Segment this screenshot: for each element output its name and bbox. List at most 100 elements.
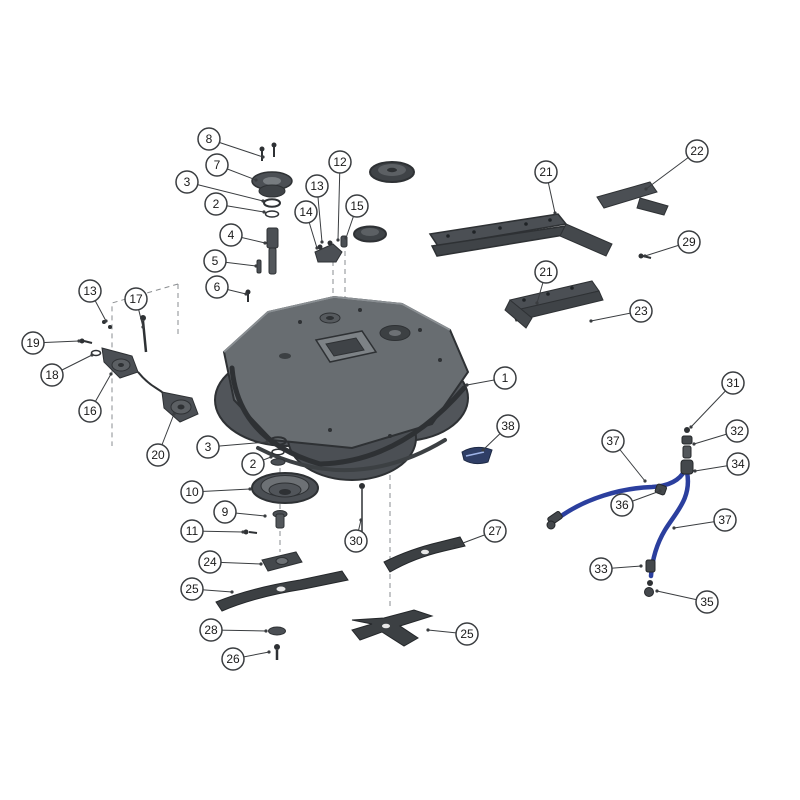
callout-label: 3	[205, 440, 212, 454]
callout-2: 2	[241, 452, 273, 476]
callout-10: 10	[180, 480, 252, 504]
callout-14: 14	[294, 200, 319, 250]
callout-25: 25	[180, 577, 234, 601]
idler-assembly	[79, 315, 199, 423]
callout-label: 31	[726, 376, 740, 390]
callout-23: 23	[589, 299, 653, 323]
callout-20: 20	[146, 412, 176, 467]
callout-label: 27	[488, 524, 502, 538]
callout-label: 14	[299, 205, 313, 219]
callout-33: 33	[589, 557, 643, 581]
callout-17: 17	[124, 287, 148, 329]
callout-label: 28	[204, 623, 218, 637]
callout-label: 23	[634, 304, 648, 318]
belt-guide-bracket	[314, 235, 348, 263]
callout-25: 25	[426, 622, 479, 646]
callout-label: 12	[333, 155, 347, 169]
callout-27: 27	[453, 519, 507, 548]
callout-1: 1	[465, 366, 517, 390]
callout-30: 30	[344, 518, 368, 553]
callout-label: 21	[539, 165, 553, 179]
callout-label: 9	[222, 505, 229, 519]
callout-5: 5	[203, 249, 258, 273]
cable-assembly	[546, 427, 694, 597]
callout-label: 1	[502, 371, 509, 385]
callout-3: 3	[175, 170, 265, 203]
callout-12: 12	[328, 150, 352, 242]
callout-35: 35	[655, 589, 719, 614]
callout-22: 22	[644, 139, 709, 191]
callout-label: 7	[214, 158, 221, 172]
callout-label: 4	[228, 228, 235, 242]
deck-pulley-covers	[353, 161, 415, 243]
callout-label: 15	[350, 199, 364, 213]
callout-label: 22	[690, 144, 704, 158]
callout-label: 11	[186, 524, 199, 538]
callout-19: 19	[21, 331, 81, 355]
callout-label: 26	[226, 652, 240, 666]
callout-3: 3	[196, 435, 269, 459]
callout-8: 8	[197, 127, 265, 159]
callout-label: 20	[151, 448, 165, 462]
callout-38: 38	[481, 414, 520, 452]
mower-deck	[214, 295, 470, 481]
callout-4: 4	[219, 223, 267, 247]
callout-36: 36	[610, 489, 662, 517]
callout-9: 9	[213, 500, 267, 524]
callout-label: 36	[615, 498, 629, 512]
callout-label: 32	[730, 424, 744, 438]
callout-15: 15	[344, 194, 369, 240]
callout-label: 8	[206, 132, 213, 146]
callout-6: 6	[205, 275, 248, 299]
callout-13: 13	[305, 174, 329, 244]
center-blade-group	[351, 483, 466, 647]
callout-label: 24	[203, 555, 217, 569]
callout-18: 18	[40, 353, 94, 387]
callout-34: 34	[693, 452, 750, 476]
callout-label: 3	[184, 175, 191, 189]
callout-label: 18	[45, 368, 59, 382]
callout-label: 29	[682, 235, 696, 249]
callout-label: 34	[731, 457, 745, 471]
callout-2: 2	[204, 192, 266, 216]
callout-13: 13	[78, 279, 108, 323]
callout-label: 17	[129, 292, 143, 306]
callout-28: 28	[199, 618, 268, 642]
callout-label: 30	[349, 534, 363, 548]
callout-7: 7	[205, 153, 258, 182]
callout-11: 11	[180, 519, 245, 543]
callout-24: 24	[198, 550, 263, 574]
callout-label: 2	[250, 457, 257, 471]
callout-label: 13	[83, 284, 97, 298]
callout-label: 2	[213, 197, 220, 211]
callout-label: 6	[214, 280, 221, 294]
callout-label: 10	[185, 485, 199, 499]
callout-label: 37	[718, 513, 732, 527]
callout-label: 33	[594, 562, 608, 576]
callout-21: 21	[534, 260, 558, 305]
callout-label: 16	[83, 404, 97, 418]
callout-37: 37	[601, 429, 647, 483]
callout-label: 25	[185, 582, 199, 596]
callout-label: 25	[460, 627, 474, 641]
spacer-part	[461, 446, 493, 465]
callout-37: 37	[672, 508, 737, 532]
callout-32: 32	[692, 419, 749, 446]
callout-29: 29	[643, 230, 701, 258]
callout-16: 16	[78, 372, 113, 423]
callout-label: 21	[539, 265, 553, 279]
callout-26: 26	[221, 647, 271, 671]
discharge-baffles	[428, 181, 669, 329]
callout-label: 37	[606, 434, 620, 448]
callout-label: 35	[700, 595, 714, 609]
callout-label: 5	[212, 254, 219, 268]
callout-31: 31	[689, 371, 745, 429]
callout-21: 21	[534, 160, 558, 215]
callout-label: 19	[26, 336, 40, 350]
callout-label: 38	[501, 419, 515, 433]
spindle-assembly-top	[245, 142, 293, 302]
spindle-assembly-bottom	[215, 436, 349, 660]
